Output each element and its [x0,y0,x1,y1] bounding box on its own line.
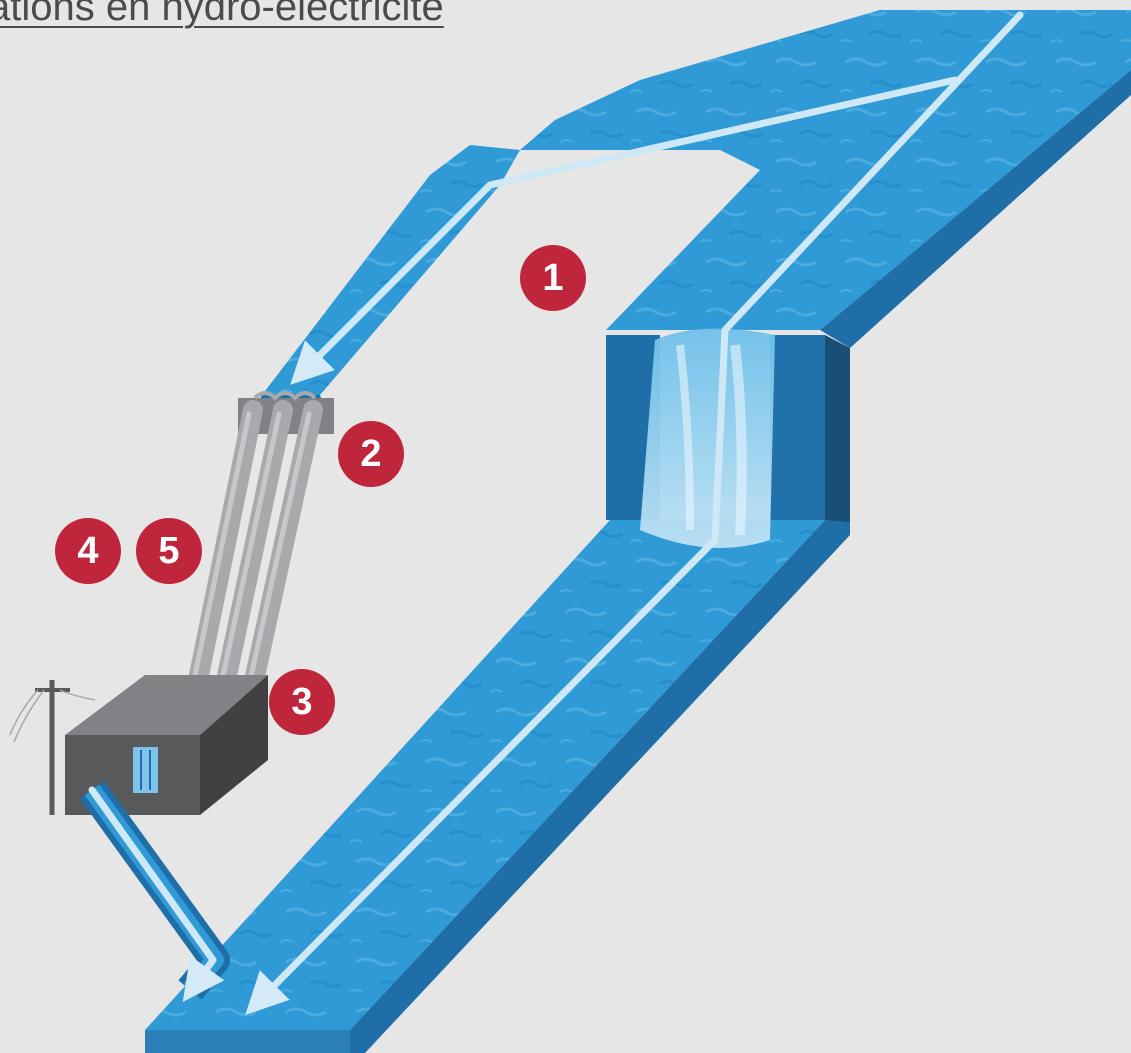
marker-5[interactable]: 5 [136,518,202,584]
dam-block [606,328,850,548]
diversion-canal [255,145,520,410]
marker-4[interactable]: 4 [55,518,121,584]
flow-arrows [88,11,1024,1015]
upper-river [520,10,1131,348]
powerhouse [65,675,268,815]
penstocks [186,400,323,700]
marker-3[interactable]: 3 [269,669,335,735]
title-link[interactable]: ations en hydro-électricité [0,0,444,29]
flow-arrow-tailrace [88,786,225,1003]
flow-arrow-diversion [290,76,959,385]
marker-1[interactable]: 1 [520,245,586,311]
power-pole [9,680,96,815]
marker-2[interactable]: 2 [338,421,404,487]
flow-arrow-river [245,11,1024,1015]
